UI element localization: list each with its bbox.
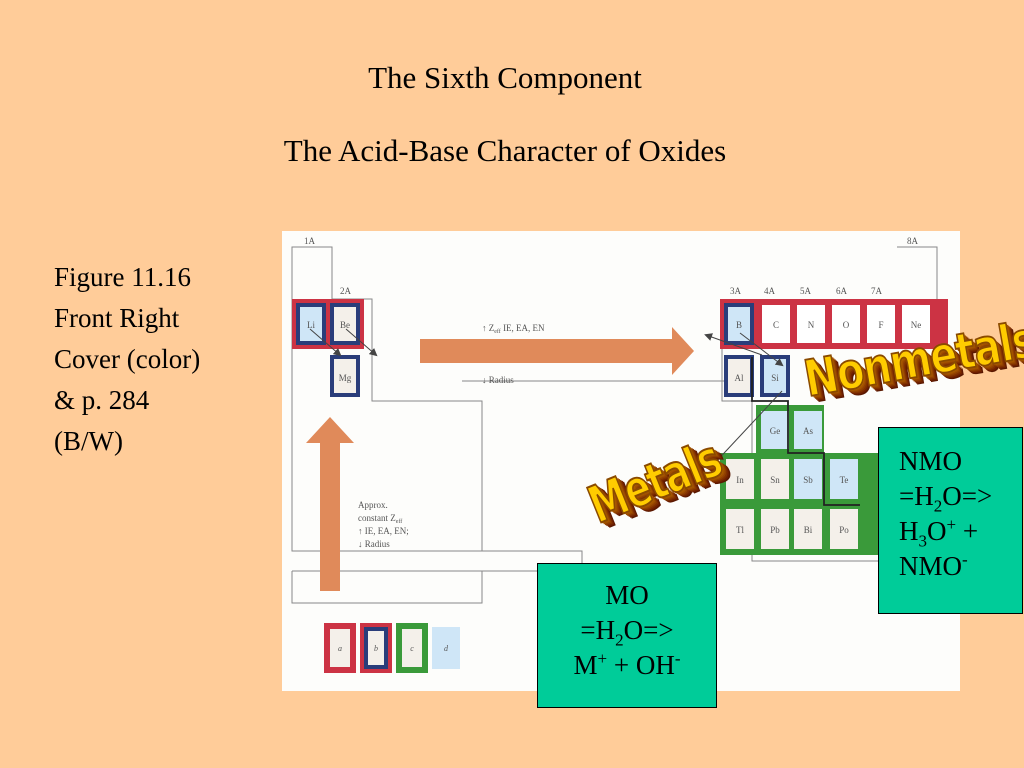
element-symbol: Be bbox=[340, 320, 350, 330]
element-symbol: Ge bbox=[770, 426, 781, 436]
group-label: 4A bbox=[764, 286, 776, 296]
key-label: d bbox=[444, 644, 449, 653]
caption-line: (B/W) bbox=[54, 426, 123, 456]
nmo-line: =H2O=> bbox=[899, 481, 993, 516]
mo-line: M+ + OH- bbox=[573, 649, 681, 680]
caption-line: Cover (color) bbox=[54, 344, 201, 374]
element-symbol: Ne bbox=[911, 320, 922, 330]
element-symbol: O bbox=[843, 320, 850, 330]
element-symbol: N bbox=[808, 320, 815, 330]
nmo-line: NMO bbox=[899, 446, 963, 476]
mo-line: MO bbox=[605, 580, 649, 610]
nmo-line: NMO- bbox=[899, 550, 968, 581]
element-symbol: C bbox=[773, 320, 779, 330]
trend-up-label: Approx. constant Zeff ↑ IE, EA, EN; ↓ Ra… bbox=[358, 500, 409, 549]
diagonal-arrows bbox=[309, 328, 784, 468]
caption-line: Front Right bbox=[54, 303, 180, 333]
element-symbol: Sn bbox=[770, 475, 780, 485]
key-label: b bbox=[374, 644, 378, 653]
slide-title: The Sixth Component bbox=[368, 60, 642, 95]
element-symbol: Si bbox=[771, 373, 779, 383]
key-label: a bbox=[338, 644, 342, 653]
group-labels: 1A 2A 3A 4A 5A 6A 7A 8A bbox=[304, 236, 919, 296]
element-symbol: Sb bbox=[803, 475, 813, 485]
element-symbol: As bbox=[803, 426, 813, 436]
element-symbol: Al bbox=[735, 373, 744, 383]
nonmetal-oxide-box: NMO =H2O=> H3O+ + NMO- bbox=[878, 427, 1023, 614]
group-label: 5A bbox=[800, 286, 812, 296]
nmo-line: H3O+ + bbox=[899, 515, 979, 551]
right-trend-arrow bbox=[420, 327, 694, 375]
svg-text:↑ IE, EA, EN;: ↑ IE, EA, EN; bbox=[358, 526, 409, 536]
element-symbol: Te bbox=[840, 475, 849, 485]
element-cells: Li Be Mg B C N O F Ne bbox=[296, 303, 930, 549]
svg-text:Approx.: Approx. bbox=[358, 500, 388, 510]
element-symbol: Mg bbox=[339, 373, 352, 383]
element-symbol: Po bbox=[839, 525, 849, 535]
caption-line: Figure 11.16 bbox=[54, 262, 191, 292]
group-label: 7A bbox=[871, 286, 883, 296]
caption-line: & p. 284 bbox=[54, 385, 150, 415]
element-symbol: F bbox=[878, 320, 883, 330]
svg-text:↓ Radius: ↓ Radius bbox=[358, 539, 390, 549]
element-symbol: Tl bbox=[736, 525, 744, 535]
metal-nonmetal-boundary bbox=[751, 357, 860, 506]
trend-right-label: ↑ Zeff IE, EA, EN bbox=[482, 323, 545, 335]
metal-oxide-box: MO =H2O=> M+ + OH- bbox=[537, 563, 717, 708]
up-trend-arrow bbox=[306, 417, 354, 591]
group-label: 2A bbox=[340, 286, 352, 296]
periodic-table-svg: 1A 2A 3A 4A 5A 6A 7A 8A Li Be Mg bbox=[291, 236, 960, 673]
element-symbol: Pb bbox=[770, 525, 780, 535]
slide-subtitle: The Acid-Base Character of Oxides bbox=[283, 133, 727, 168]
group-label: 8A bbox=[907, 236, 919, 246]
group-label: 1A bbox=[304, 236, 316, 246]
group-label: 3A bbox=[730, 286, 742, 296]
figure-caption: Figure 11.16 Front Right Cover (color) &… bbox=[54, 257, 284, 462]
element-symbol: In bbox=[736, 475, 744, 485]
color-key: a b c d bbox=[324, 623, 460, 673]
key-label: c bbox=[410, 644, 414, 653]
mo-line: =H2O=> bbox=[580, 615, 674, 650]
element-symbol: B bbox=[736, 320, 742, 330]
svg-text:constant Zeff: constant Zeff bbox=[358, 513, 402, 525]
element-symbol: Bi bbox=[804, 525, 813, 535]
trend-right-radius: ↓ Radius bbox=[482, 375, 514, 385]
group-label: 6A bbox=[836, 286, 848, 296]
element-symbol: Li bbox=[307, 320, 315, 330]
